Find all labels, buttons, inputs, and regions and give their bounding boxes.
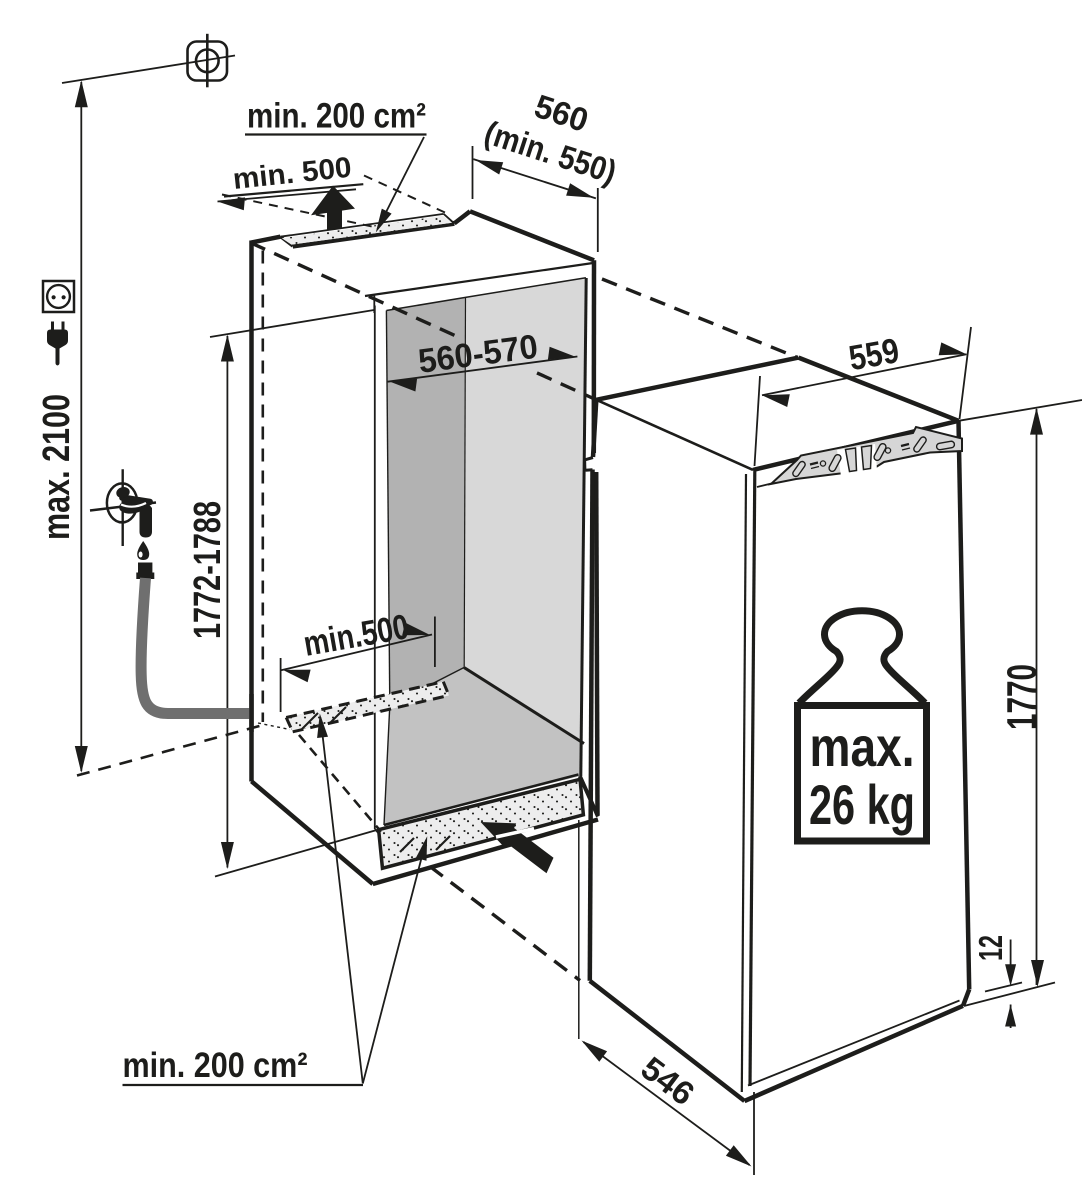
svg-text:12: 12 (972, 935, 1009, 961)
svg-text:1770: 1770 (998, 664, 1045, 730)
svg-text:1772-1788: 1772-1788 (187, 501, 229, 639)
svg-text:max. 2100: max. 2100 (36, 394, 78, 540)
svg-text:min. 200 cm²: min. 200 cm² (247, 97, 426, 136)
svg-text:min. 200 cm²: min. 200 cm² (123, 1046, 308, 1085)
svg-text:559: 559 (846, 331, 902, 378)
svg-text:max.: max. (810, 715, 915, 778)
svg-text:26 kg: 26 kg (809, 773, 915, 836)
